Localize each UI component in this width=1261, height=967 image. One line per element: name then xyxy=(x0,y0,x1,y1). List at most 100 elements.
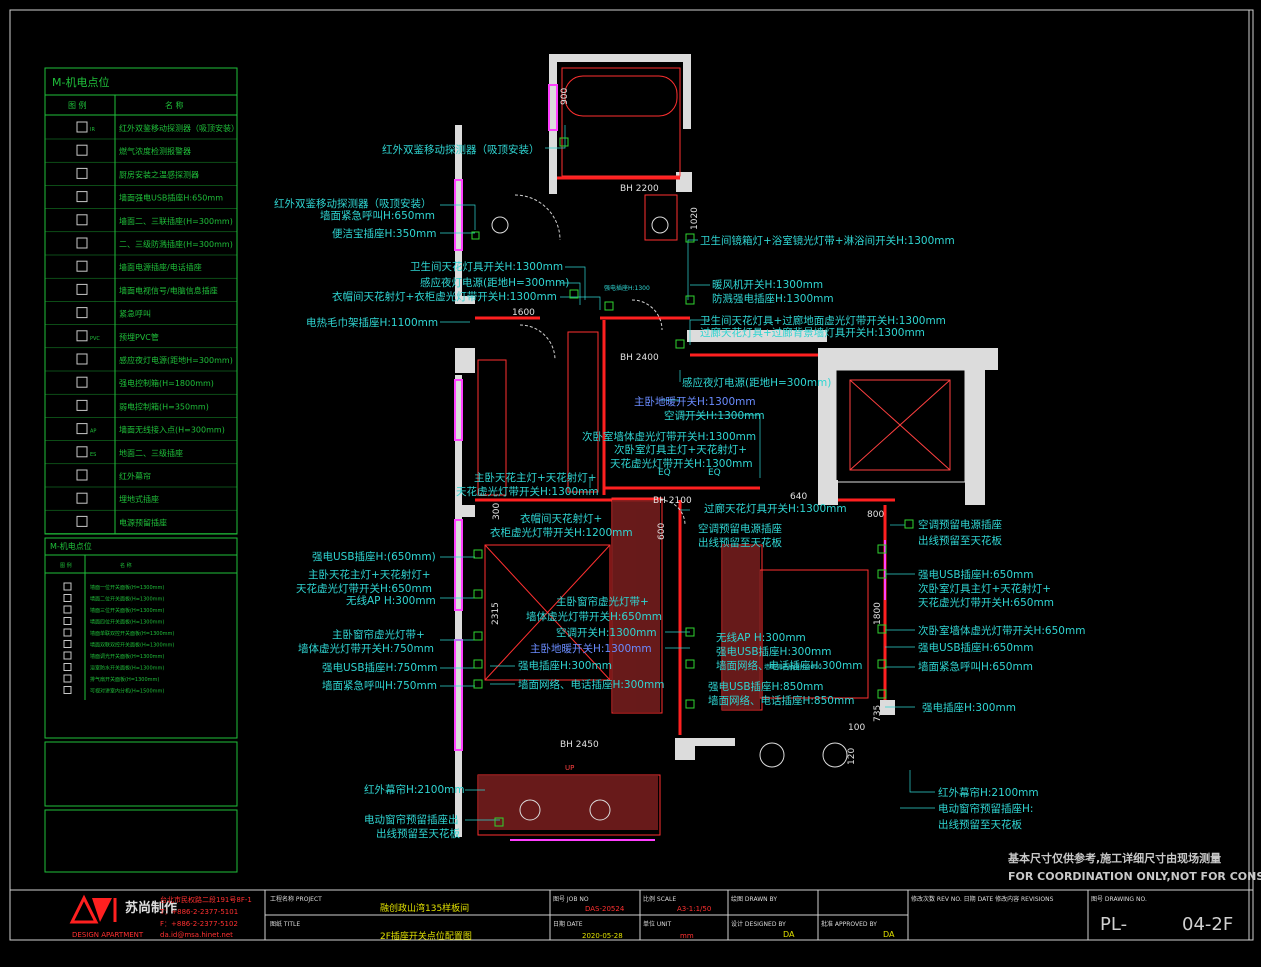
furniture-circles xyxy=(491,216,848,821)
plan-annotation: 主卧窗帘虚光灯带+ xyxy=(556,595,649,608)
unit-key: 单位 UNIT xyxy=(643,920,672,928)
plan-annotation: 墙面紧急呼叫H:750mm xyxy=(322,679,437,692)
plan-annotation: 过廊天花灯具开关H:1300mm xyxy=(704,502,847,515)
legend2-item-label: 墙面调光开关面板(H=1300mm) xyxy=(90,653,164,660)
legend2-symbol-icon xyxy=(63,674,72,683)
legend-symbol-code: IR xyxy=(90,127,95,133)
plan-annotation: 衣帽间天花射灯+ xyxy=(520,512,602,525)
electrical-symbols xyxy=(471,137,914,827)
company-tel: T：+886-2-2377-5101 xyxy=(159,908,238,916)
dim-1020: 1020 xyxy=(690,207,700,230)
plan-annotation: 出线预留至天花板 xyxy=(376,827,460,840)
plan-annotation: 墙面网络、电话插座H:300mm xyxy=(716,659,862,672)
legend-symbol-icon xyxy=(76,399,88,411)
legend-item-label: 弱电控制箱(H=350mm) xyxy=(119,401,209,411)
plan-annotation: 电动窗帘预留插座H: xyxy=(938,802,1033,815)
plan-annotation: 防溅强电插座H:1300mm xyxy=(712,292,834,305)
legend-item-label: 红外幕帘 xyxy=(119,471,151,481)
plan-annotation: 强电插座H:300mm xyxy=(518,659,612,672)
scale-key: 比例 SCALE xyxy=(643,895,676,903)
dim-bh-2450: BH 2450 xyxy=(560,740,599,750)
legend-item-label: 墙面二、三联插座(H=300mm) xyxy=(119,216,233,226)
plan-annotation: 强电USB插座H:300mm xyxy=(716,645,832,658)
legend-col-name: 名 称 xyxy=(165,100,184,110)
date-value: 2020-05-28 xyxy=(582,932,623,940)
plan-annotation: 主卧地暖开关H:1300mm xyxy=(530,642,652,655)
logo-en: DESIGN APARTMENT xyxy=(72,931,144,939)
dimensions: BH 2200 BH 2400 BH 2100 BH 2450 1600 231… xyxy=(491,88,884,772)
legend-item-label: 地面二、三级插座 xyxy=(119,448,183,458)
plan-annotation: 卫生间天花灯具+过廊地面虚光灯带开关H:1300mm xyxy=(700,314,946,327)
dim-bh-2100: BH 2100 xyxy=(653,496,692,506)
dim-800: 800 xyxy=(867,510,884,520)
plan-annotation: 红外双鉴移动探测器（吸顶安装） xyxy=(382,143,540,156)
legend-symbol-code: PVC xyxy=(90,336,100,342)
legend-symbol-icon xyxy=(76,283,88,295)
plan-annotation: 天花虚光灯带开关H:1300mm xyxy=(610,457,753,470)
dim-1600: 1600 xyxy=(512,308,535,318)
legend-item-label: 埋地式插座 xyxy=(119,494,159,504)
plan-annotation: 次卧室墙体虚光灯带开关H:1300mm xyxy=(582,430,756,443)
elevator-shaft xyxy=(835,369,966,483)
dim-bh-2200: BH 2200 xyxy=(620,184,659,194)
approved-key: 批准 APPROVED BY xyxy=(821,920,877,928)
plan-annotation: 墙面紧急呼叫H:650mm xyxy=(918,660,1033,673)
plan-annotation: 红外双鉴移动探测器（吸顶安装） xyxy=(274,197,432,210)
legend-item-label: 燃气浓度检测报警器 xyxy=(119,146,191,156)
plan-annotation: 衣柜虚光灯带开关H:1200mm xyxy=(490,526,633,539)
legend-title: M-机电点位 xyxy=(52,75,109,89)
project-key: 工程名称 PROJECT xyxy=(270,895,322,903)
plan-annotation: 空调开关H:1300mm xyxy=(664,409,765,422)
date-key: 日期 DATE xyxy=(553,920,583,928)
plan-annotation: 强电USB插座H:750mm xyxy=(322,661,438,674)
approved-value: DA xyxy=(883,930,895,939)
legend2-symbol-icon xyxy=(63,640,72,648)
floor-plan xyxy=(440,54,998,841)
legend-symbol-code: AP xyxy=(90,429,96,435)
plan-annotation: 暖风机开关H:1300mm xyxy=(712,278,823,291)
eq-mark-2: EQ xyxy=(708,468,721,478)
plan-annotation: 无线AP H:300mm xyxy=(346,594,436,607)
plan-annotation: 主卧窗帘虚光灯带+ xyxy=(332,628,425,641)
legend2-item-label: 浴室防水开关面板(H=1300mm) xyxy=(90,665,164,672)
legend2-item-label: 墙面双联双控开关面板(H=1300mm) xyxy=(90,642,174,649)
plan-annotation: 便洁宝插座H:350mm xyxy=(332,227,436,240)
dim-120: 120 xyxy=(847,748,857,765)
logo-cn: 苏尚制作 xyxy=(125,900,177,916)
legend2-symbol-icon xyxy=(63,651,72,660)
legend-symbol-icon xyxy=(76,353,88,365)
dim-2315: 2315 xyxy=(491,602,501,625)
dim-600: 600 xyxy=(657,523,667,540)
legend-item-label: 二、三级防溅插座(H=300mm) xyxy=(119,239,233,249)
plan-annotation: 强电USB插座H:650mm xyxy=(918,568,1034,581)
plan-annotation: 出线预留至天花板 xyxy=(918,534,1002,547)
dim-300: 300 xyxy=(492,503,502,520)
legend-symbol-icon xyxy=(76,237,88,249)
legend2-symbol-icon xyxy=(63,582,72,591)
plan-annotation: 墙面紧急呼叫H:650mm xyxy=(320,209,435,222)
plan-annotation: 墙面网络、电话插座H:850mm xyxy=(708,694,854,707)
plan-annotation: 无线AP H:300mm xyxy=(716,631,806,644)
plan-annotation: 强电USB插座H:650mm xyxy=(918,641,1034,654)
plan-annotation: 次卧室墙体虚光灯带开关H:650mm xyxy=(918,624,1085,637)
legend-symbol-icon xyxy=(76,330,88,342)
legend2-col-icon: 图 例 xyxy=(60,562,72,569)
project-name: 融创政山湾135样板间 xyxy=(380,902,469,914)
stair-up: UP xyxy=(565,764,574,772)
legend-symbol-icon xyxy=(76,191,88,203)
legend2-symbol-icon xyxy=(63,663,72,671)
legend-item-label: 红外双鉴移动探测器（吸顶安装） xyxy=(119,123,239,133)
plan-annotation: 次卧室灯具主灯+天花射灯+ xyxy=(614,443,747,456)
plan-annotation: 红外幕帘H:2100mm xyxy=(938,786,1039,799)
legend2-symbol-icon xyxy=(63,628,72,637)
legend2-item-label: 墙面二位开关面板(H=1300mm) xyxy=(90,596,164,603)
drawing-title: 2F插座开关点位配置图 xyxy=(380,930,472,942)
legend-item-label: 墙面电源插座/电话插座 xyxy=(119,262,202,272)
plan-annotation: 空调预留电源插座 xyxy=(918,518,1002,531)
plan-annotation: 主卧地暖开关H:1300mm xyxy=(634,395,756,408)
legend2-title: M-机电点位 xyxy=(50,541,92,551)
drawing-number: 04-2F xyxy=(1182,914,1233,935)
dim-735: 735 xyxy=(873,705,883,722)
plan-annotation: 出线预留至天花板 xyxy=(698,536,782,549)
legend2-symbol-icon xyxy=(63,594,72,602)
